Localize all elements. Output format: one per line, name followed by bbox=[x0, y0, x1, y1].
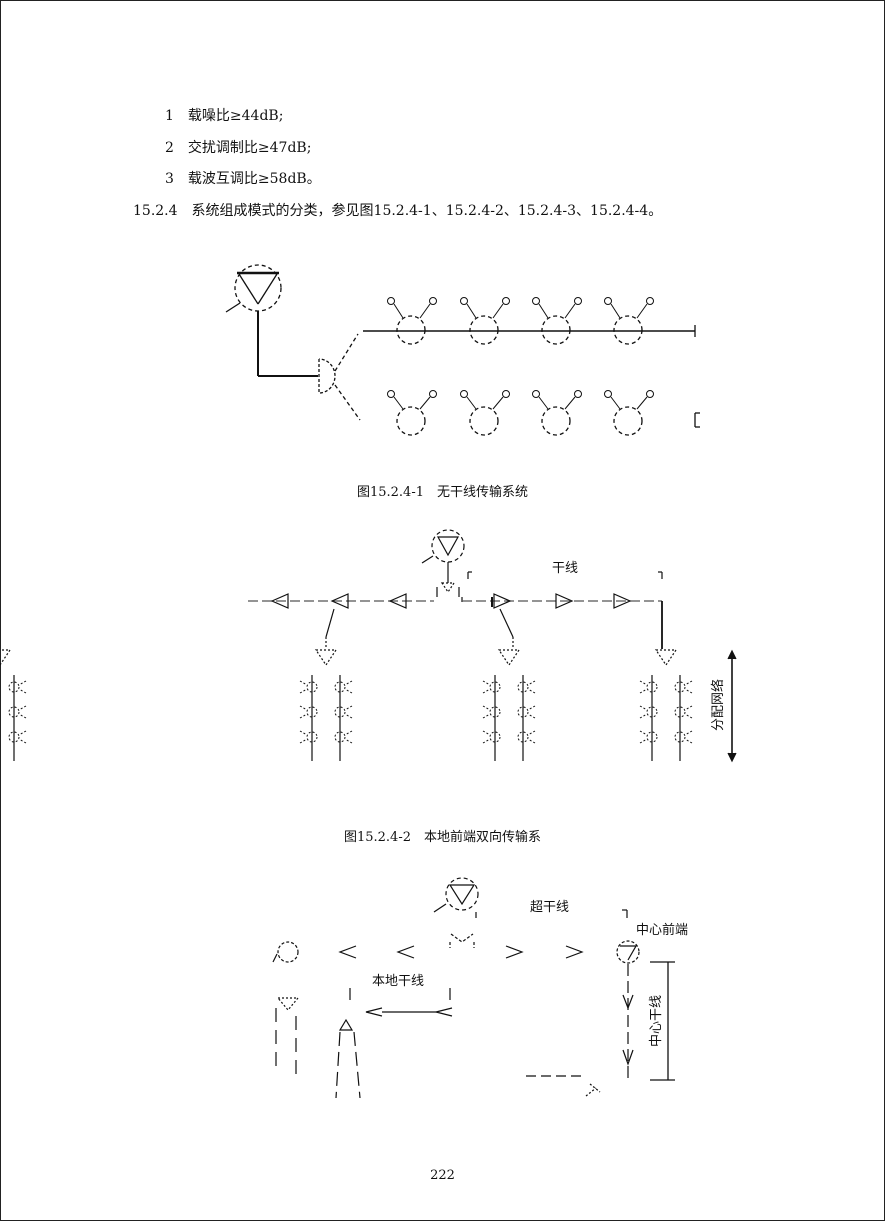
page-number: 222 bbox=[430, 1168, 455, 1183]
local-trunk-label: 本地干线 bbox=[372, 974, 424, 989]
list-item-3: 3 载波互调比≥58dB。 bbox=[165, 171, 321, 187]
list-item-2: 2 交扰调制比≥47dB; bbox=[165, 140, 312, 156]
figure-1-diagram bbox=[225, 264, 700, 436]
super-trunk-label: 超干线 bbox=[530, 900, 569, 915]
figure-1-caption: 图15.2.4-1 无干线传输系统 bbox=[356, 485, 528, 500]
section-heading: 15.2.4 系统组成模式的分类，参见图15.2.4-1、15.2.4-2、15… bbox=[133, 203, 663, 219]
figure-2-caption: 图15.2.4-2 本地前端双向传输系 bbox=[343, 830, 541, 845]
figure-2-diagram: 干线 分配网络 bbox=[0, 529, 737, 763]
distribution-network-label: 分配网络 bbox=[710, 679, 726, 731]
figure-3-diagram: 超干线 中心前端 本地干线 中心干线 bbox=[272, 877, 688, 1099]
center-headend-label: 中心前端 bbox=[636, 922, 688, 938]
center-trunk-label: 中心干线 bbox=[649, 995, 664, 1047]
list-item-1: 1 载噪比≥44dB; bbox=[165, 108, 284, 124]
trunk-label: 干线 bbox=[552, 561, 578, 576]
